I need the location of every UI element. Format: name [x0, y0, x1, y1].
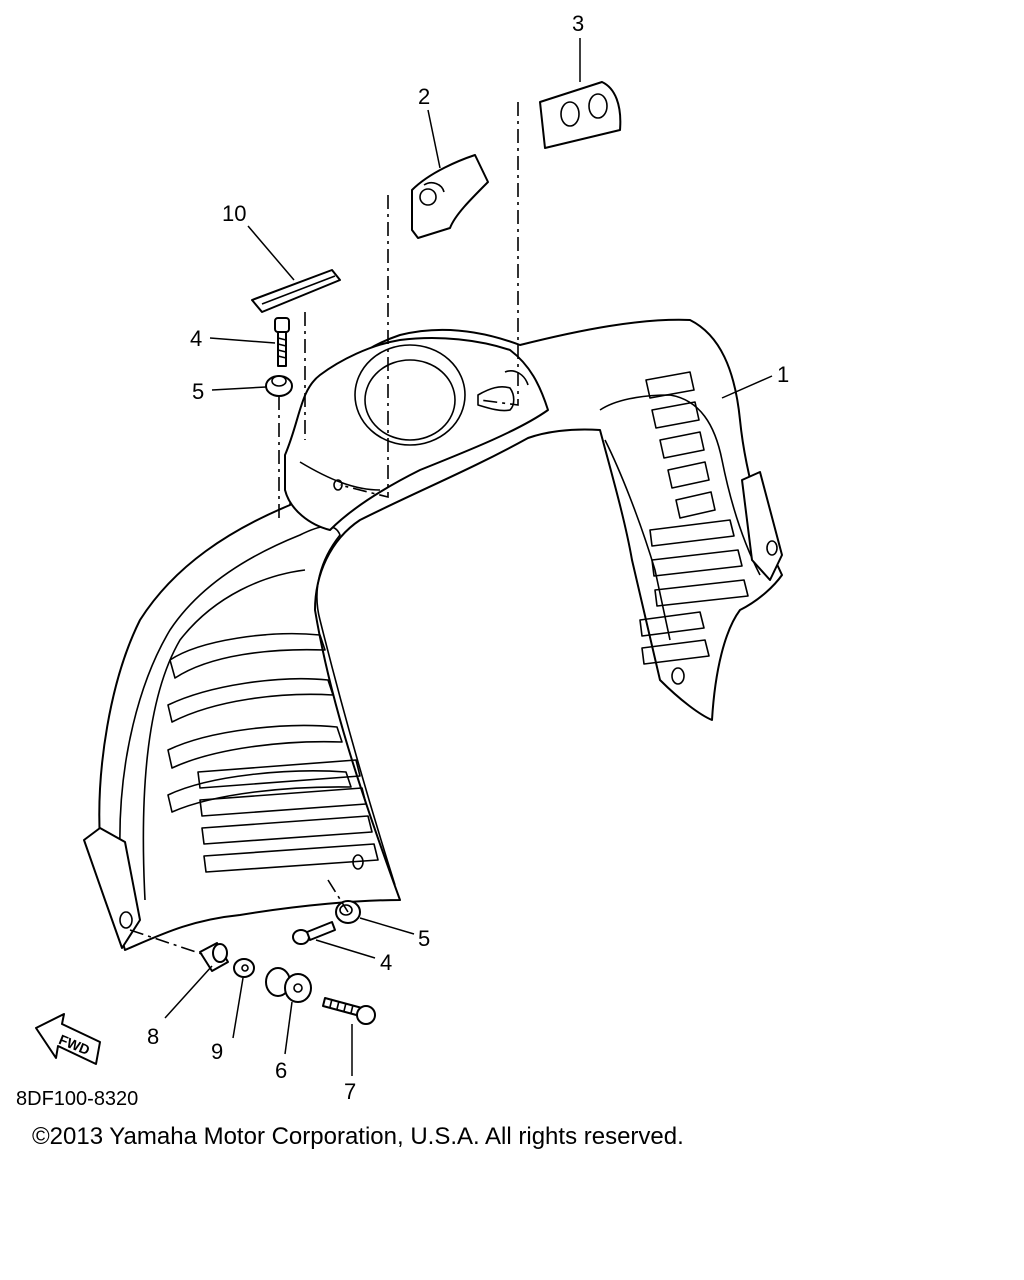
callout-1: 1	[777, 362, 789, 387]
callout-5-lower: 5	[418, 926, 430, 951]
callout-2: 2	[418, 84, 430, 109]
part-10-strip	[251, 269, 341, 313]
callout-3: 3	[572, 11, 584, 36]
callout-9: 9	[211, 1039, 223, 1064]
callout-10: 10	[222, 201, 246, 226]
part-2-plate	[411, 154, 489, 239]
callout-6: 6	[275, 1058, 287, 1083]
callout-4-lower: 4	[380, 950, 392, 975]
part-4-screw-upper	[274, 317, 290, 367]
fwd-arrow-icon: FWD	[35, 1013, 101, 1065]
diagram-code: 8DF100-8320	[16, 1088, 138, 1110]
assembly-lines	[129, 102, 519, 956]
callout-8: 8	[147, 1024, 159, 1049]
part-6-damper	[265, 967, 312, 1003]
meter-housing	[284, 337, 549, 531]
leader-lines	[164, 38, 773, 1076]
part-3-plate	[539, 81, 622, 149]
part-8-collar	[199, 942, 229, 972]
part-7-bolt	[322, 997, 376, 1025]
callout-4-upper: 4	[190, 326, 202, 351]
callout-7: 7	[344, 1079, 356, 1104]
part-5-grommet-upper	[265, 375, 293, 397]
part-4-screw-lower	[292, 921, 336, 945]
copyright-notice: ©2013 Yamaha Motor Corporation, U.S.A. A…	[32, 1123, 684, 1150]
part-1-cover	[83, 318, 783, 951]
callout-5-upper: 5	[192, 379, 204, 404]
part-9-washer	[233, 958, 255, 978]
